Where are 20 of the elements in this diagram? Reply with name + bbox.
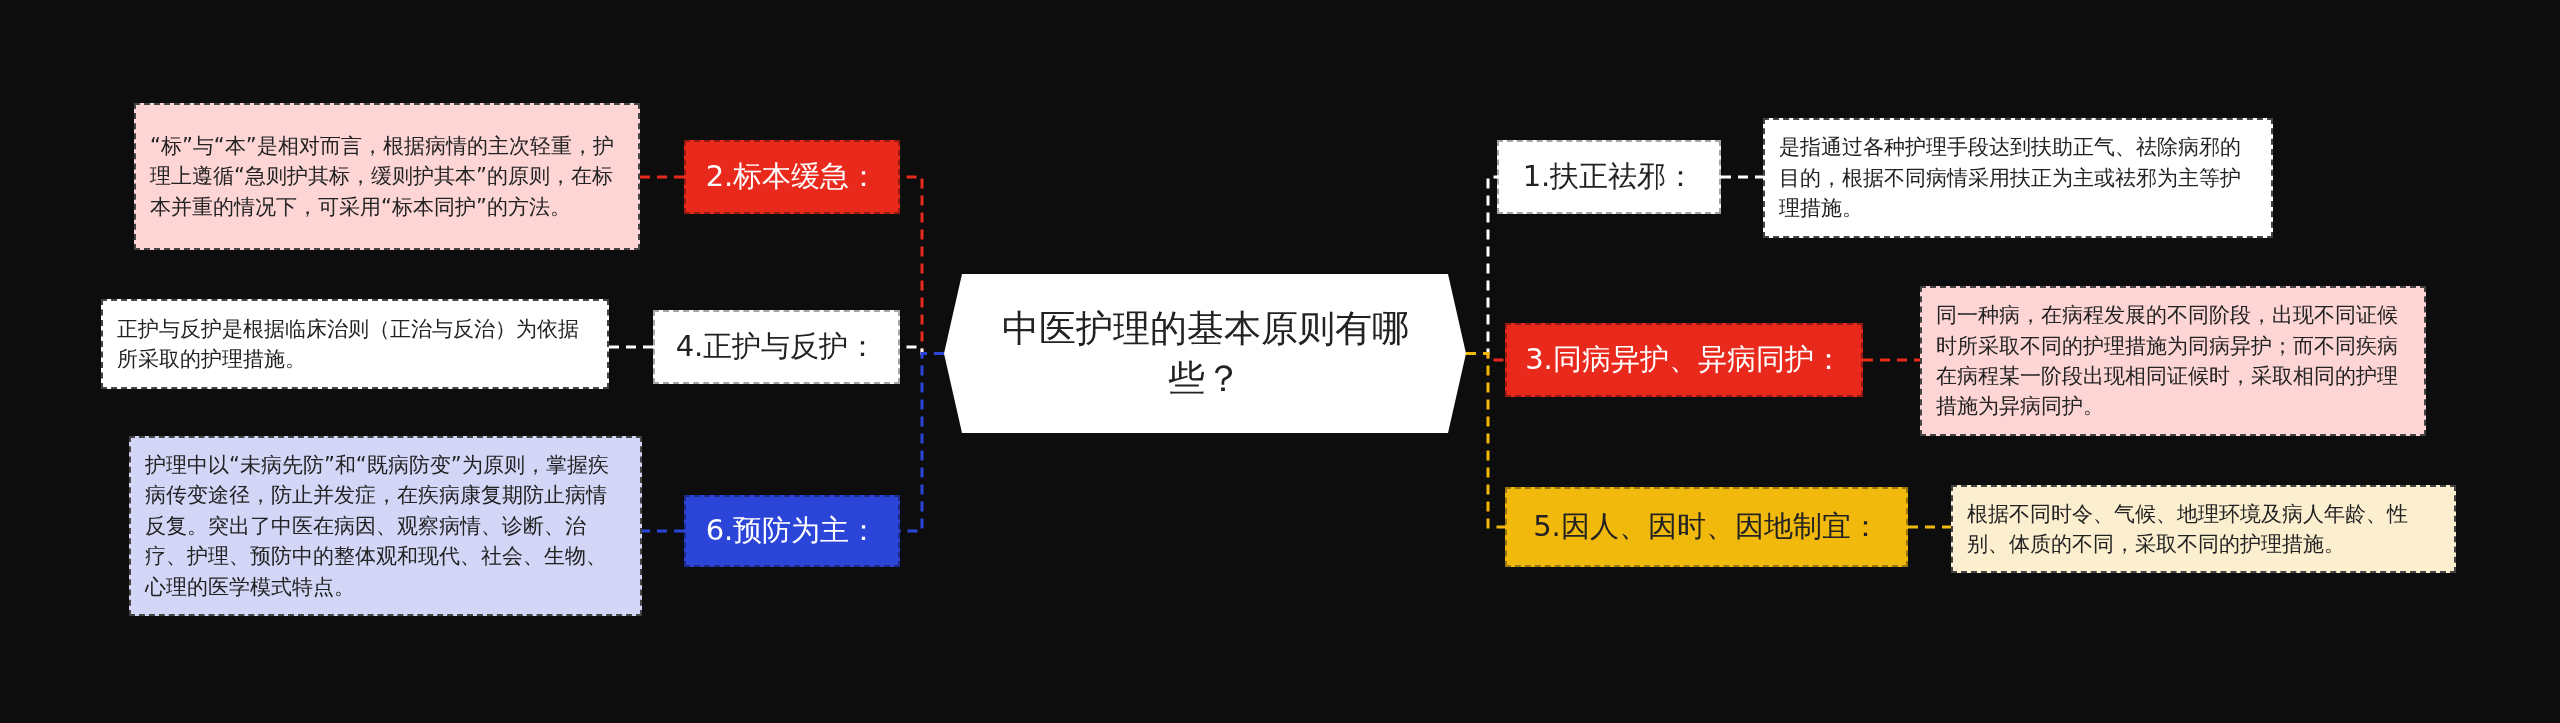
connector <box>1863 358 1920 362</box>
note-box: “标”与“本”是相对而言，根据病情的主次轻重，护理上遵循“急则护其标，缓则护其本”的原则，在标本并重的情况下，可采用“标本同护”的方法。 <box>134 103 640 250</box>
connector <box>1721 175 1763 179</box>
note-box: 根据不同时令、气候、地理环境及病人年龄、性别、体质的不同，采取不同的护理措施。 <box>1951 485 2456 573</box>
connector <box>642 529 684 533</box>
branch-box: 5.因人、因时、因地制宜： <box>1505 487 1908 567</box>
connector <box>1466 352 1505 529</box>
connector <box>640 175 684 179</box>
topic-box: 中医护理的基本原则有哪些？ <box>944 274 1466 433</box>
branch-box: 1.扶正祛邪： <box>1497 140 1721 214</box>
note-box: 同一种病，在病程发展的不同阶段，出现不同证候时所采取不同的护理措施为同病异护；而不同疾病在病程某一阶段出现相同证候时，采取相同的护理措施为异病同护。 <box>1920 286 2426 436</box>
connector <box>1908 525 1951 529</box>
connector <box>609 345 653 349</box>
note-box: 正护与反护是根据临床治则（正治与反治）为依据所采取的护理措施。 <box>101 299 609 389</box>
note-box: 护理中以“未病先防”和“既病防变”为原则，掌握疾病传变途径，防止并发症，在疾病康复期防止病情反复。突出了中医在病因、观察病情、诊断、治疗、护理、预防中的整体观和现代、社会、生物、心理的医学模式特点。 <box>129 436 642 616</box>
branch-box: 6.预防为主： <box>684 495 900 567</box>
branch-box: 4.正护与反护： <box>653 310 900 384</box>
branch-box: 2.标本缓急： <box>684 140 900 214</box>
note-box: 是指通过各种护理手段达到扶助正气、祛除病邪的目的，根据不同病情采用扶正为主或祛邪为主等护理措施。 <box>1763 118 2273 238</box>
branch-box: 3.同病异护、异病同护： <box>1505 323 1863 397</box>
